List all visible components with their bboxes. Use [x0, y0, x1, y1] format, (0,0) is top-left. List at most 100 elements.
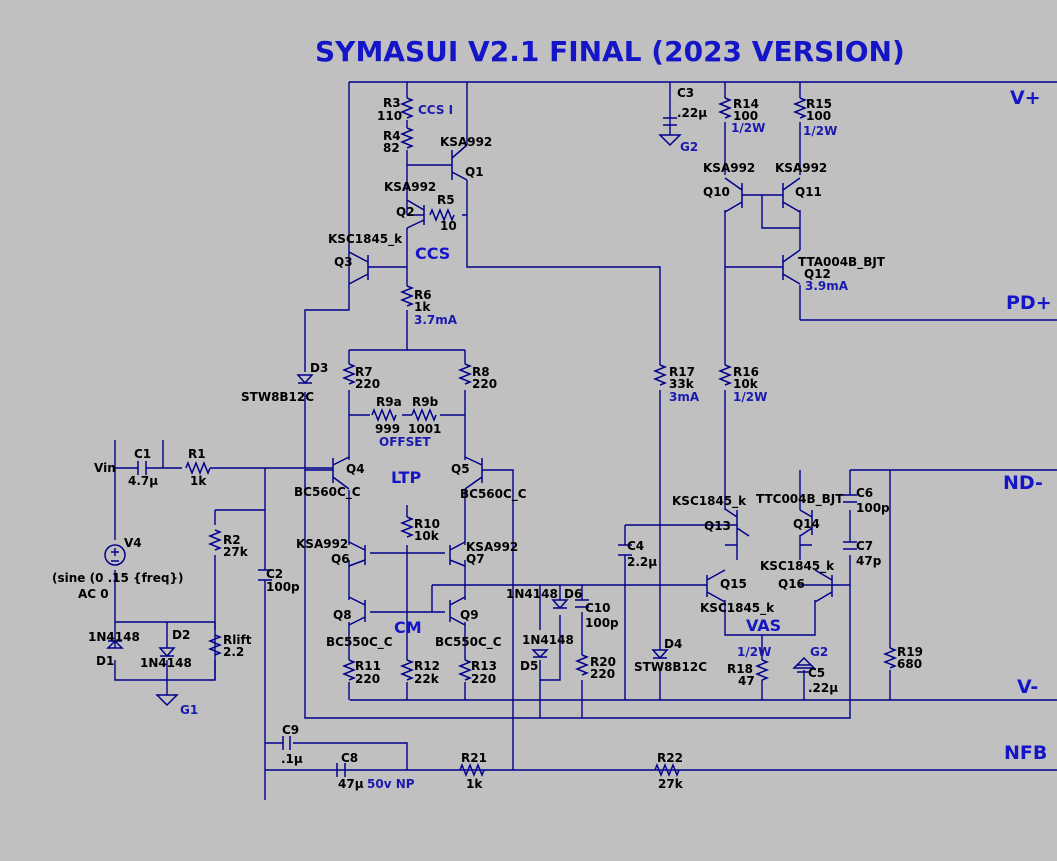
- r8-ref: R8: [472, 365, 490, 379]
- c9-ref: C9: [282, 723, 299, 737]
- q15-ref: Q15: [720, 577, 747, 591]
- q11-val: KSA992: [775, 161, 827, 175]
- q12-ref: Q12: [804, 267, 831, 281]
- c3-ref: C3: [677, 86, 694, 100]
- q2-ref: Q2: [396, 205, 415, 219]
- r9b-val: 1001: [408, 422, 441, 436]
- c2-val: 100p: [266, 580, 300, 594]
- r14-val: 100: [733, 109, 758, 123]
- c4-ref: C4: [627, 539, 644, 553]
- r5-val: 10: [440, 219, 457, 233]
- c8-val: 47µ: [338, 777, 364, 791]
- c9-val: .1µ: [281, 752, 303, 766]
- component-symbols: [104, 97, 898, 778]
- r5-ref: R5: [437, 193, 455, 207]
- c5-ref: C5: [808, 666, 825, 680]
- vin-label: Vin: [94, 461, 116, 475]
- d4-val: STW8B12C: [634, 660, 707, 674]
- q4-ref: Q4: [346, 462, 365, 476]
- r7-val: 220: [355, 377, 380, 391]
- rlift-val: 2.2: [223, 645, 244, 659]
- r18-val: 47: [738, 674, 755, 688]
- net-ndminus: ND-: [1003, 472, 1043, 494]
- q14-ref: Q14: [793, 517, 820, 531]
- r1-ref: R1: [188, 447, 206, 461]
- r6-current: 3.7mA: [414, 313, 458, 327]
- q15-val: KSC1845_k: [700, 601, 775, 616]
- q8-ref: Q8: [333, 608, 352, 622]
- schematic-title: SYMASUI V2.1 FINAL (2023 VERSION): [315, 35, 905, 68]
- r19-ref: R19: [897, 645, 923, 659]
- g2-label-bottom: G2: [810, 645, 828, 659]
- r13-ref: R13: [471, 659, 497, 673]
- c10-ref: C10: [585, 601, 611, 615]
- c8-rating: 50v NP: [367, 777, 415, 791]
- rlift-ref: Rlift: [223, 633, 252, 647]
- r15-val: 100: [806, 109, 831, 123]
- r8-val: 220: [472, 377, 497, 391]
- r20-ref: R20: [590, 655, 616, 669]
- q13-ref: Q13: [704, 519, 731, 533]
- r3-ref: R3: [383, 96, 401, 110]
- ccs-i-note: CCS I: [418, 103, 453, 117]
- r1-val: 1k: [190, 474, 207, 488]
- q9-ref: Q9: [460, 608, 479, 622]
- d6-ref: D6: [564, 587, 582, 601]
- q10-ref: Q10: [703, 185, 730, 199]
- r19-val: 680: [897, 657, 922, 671]
- q6-val: KSA992: [296, 537, 348, 551]
- c7-ref: C7: [856, 539, 873, 553]
- r16-power: 1/2W: [733, 390, 767, 404]
- cm-label: CM: [394, 618, 422, 637]
- r4-ref: R4: [383, 129, 401, 143]
- net-pdplus: PD+: [1006, 292, 1052, 314]
- q5-ref: Q5: [451, 462, 470, 476]
- r21-val: 1k: [466, 777, 483, 791]
- d2-val: 1N4148: [140, 656, 192, 670]
- d1-val: 1N4148: [88, 630, 140, 644]
- r12-ref: R12: [414, 659, 440, 673]
- r6-val: 1k: [414, 300, 431, 314]
- r16-val: 10k: [733, 377, 759, 391]
- d3-val: STW8B12C: [241, 390, 314, 404]
- r18-power: 1/2W: [737, 645, 771, 659]
- q9-val: BC550C_C: [435, 635, 502, 650]
- r22-ref: R22: [657, 751, 683, 765]
- r2-ref: R2: [223, 533, 241, 547]
- q16-ref: Q16: [778, 577, 805, 591]
- r11-val: 220: [355, 672, 380, 686]
- r14-ref: R14: [733, 97, 759, 111]
- v4-ref: V4: [124, 536, 142, 550]
- r15-power: 1/2W: [803, 124, 837, 138]
- c1-val: 4.7µ: [128, 474, 158, 488]
- q12-val: TTA004B_BJT: [798, 255, 886, 270]
- offset-note: OFFSET: [379, 435, 431, 449]
- r10-ref: R10: [414, 517, 440, 531]
- vas-label: VAS: [746, 616, 781, 635]
- v4-ac: AC 0: [78, 587, 109, 601]
- g1-label: G1: [180, 703, 198, 717]
- r22-val: 27k: [658, 777, 684, 791]
- q13-val: KSC1845_k: [672, 494, 747, 509]
- c8-ref: C8: [341, 751, 358, 765]
- r17-ref: R17: [669, 365, 695, 379]
- q12-current: 3.9mA: [805, 279, 849, 293]
- c1-ref: C1: [134, 447, 151, 461]
- r13-val: 220: [471, 672, 496, 686]
- c3-val: .22µ: [677, 106, 707, 120]
- d5-ref: D5: [520, 659, 538, 673]
- q4-val: BC560C_C: [294, 485, 361, 500]
- c6-val: 100p: [856, 501, 890, 515]
- net-vminus: V-: [1017, 676, 1038, 698]
- net-vplus: V+: [1010, 87, 1041, 109]
- q14-val: TTC004B_BJT: [756, 492, 844, 507]
- r9a-ref: R9a: [376, 395, 402, 409]
- r4-val: 82: [383, 141, 400, 155]
- r11-ref: R11: [355, 659, 381, 673]
- q5-val: BC560C_C: [460, 487, 527, 502]
- r18-ref: R18: [727, 662, 753, 676]
- r12-val: 22k: [414, 672, 440, 686]
- r20-val: 220: [590, 667, 615, 681]
- q7-val: KSA992: [466, 540, 518, 554]
- q16-val: KSC1845_k: [760, 559, 835, 574]
